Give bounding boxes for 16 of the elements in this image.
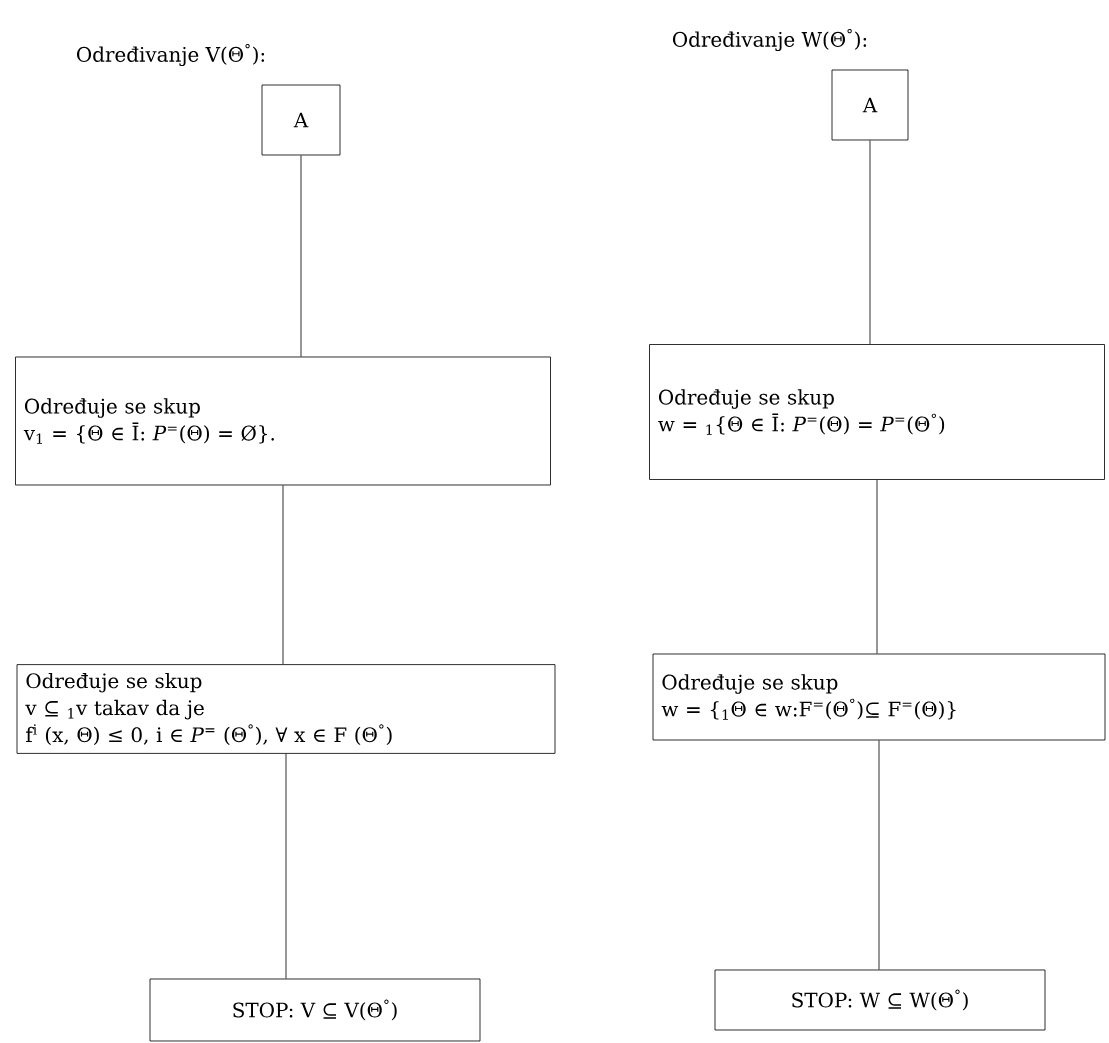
process-box: Određuje se skup w = {$_{1}$Θ ∈ w:F$^{=}$(Θ$^{°}$)⊆ F$^{=}$(Θ)} <box>652 653 1106 741</box>
process-box: Određuje se skup w = $_{1}${Θ ∈ Ī: P$^{=}$(Θ) = P$^{=}$(Θ$^{°}$) <box>649 344 1105 480</box>
process-box: STOP: V ⊆ V(Θ$^{°}$) <box>149 978 481 1042</box>
process-box: A <box>831 69 909 141</box>
connector-line <box>869 140 871 345</box>
connector-line <box>876 479 878 654</box>
process-box: A <box>261 84 341 156</box>
process-box: STOP: W ⊆ W(Θ$^{°}$) <box>714 969 1046 1031</box>
heading: Određivanje V(Θ$^{°}$): <box>77 43 265 67</box>
connector-line <box>282 485 284 665</box>
heading: Određivanje W(Θ$^{°}$): <box>672 28 867 52</box>
connector-line <box>300 155 302 357</box>
process-box: Određuje se skup v$_{1}$ = {Θ ∈ Ī: P$^{=}$(Θ) = Ø}. <box>15 356 551 486</box>
process-box: Određuje se skup v ⊆ $_{1}$v takav da je f$^{i}$ (x, Θ) ≤ 0, i ∈ P$^{=}$ (Θ$^{°}$), ∀ x ∈ F (Θ$^{°}$) <box>16 664 556 754</box>
connector-line <box>878 740 880 970</box>
connector-line <box>285 753 287 979</box>
